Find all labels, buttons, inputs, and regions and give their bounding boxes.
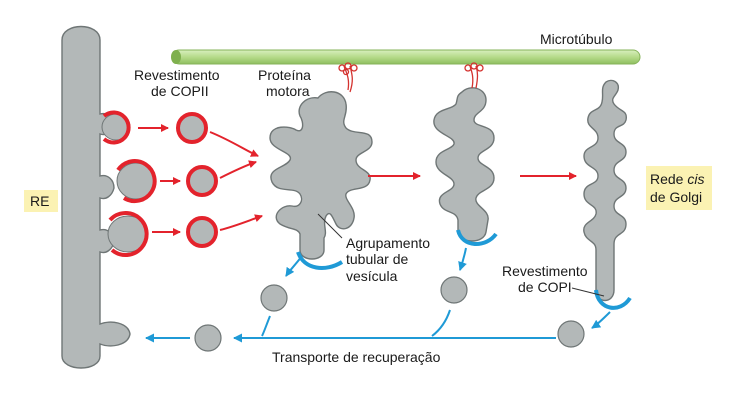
copii-vesicle-1 [176, 112, 208, 144]
copi-vesicle-4 [194, 324, 222, 352]
er-label: RE [30, 193, 49, 209]
maturing-compartment [433, 87, 495, 242]
er-membrane [61, 25, 131, 369]
cis-golgi-label-cis: cis [687, 171, 704, 187]
copii-label-line2: de COPII [151, 83, 209, 99]
cis-golgi-network [583, 79, 628, 302]
middle-copi-coat [456, 229, 498, 246]
copii-label-line1: Revestimento [134, 67, 220, 83]
retrieval-branch-middle [431, 309, 451, 337]
forward-arrow-4 [209, 131, 259, 157]
copii-vesicle-2 [186, 165, 218, 197]
retrieval-label: Transporte de recuperação [272, 349, 441, 365]
cluster-label-line2: tubular de [346, 251, 408, 267]
cis-golgi-label-box: Rede cis de Golgi [646, 166, 712, 210]
copii-vesicle-3 [186, 216, 218, 248]
motor-label-line1: Proteína [258, 67, 311, 83]
retrieval-arrow-cluster [285, 255, 303, 277]
microtubule [171, 49, 641, 65]
cluster-copi-coat [296, 251, 344, 270]
er-budding-vesicle-1 [101, 110, 131, 145]
cluster-label-line1: Agrupamento [346, 235, 430, 251]
retrieval-arrow-golgi [591, 311, 611, 329]
cis-golgi-label-line1: Rede cis [650, 171, 704, 187]
er-budding-vesicle-3 [107, 211, 149, 258]
cluster-label-line3: vesícula [346, 268, 398, 284]
copi-vesicle-2 [440, 276, 468, 304]
copi-label-line1: Revestimento [502, 263, 588, 279]
copi-vesicle-3 [557, 320, 585, 348]
retrieval-branch-cluster [261, 315, 271, 337]
forward-arrow-6 [219, 214, 263, 231]
microtubule-label: Microtúbulo [540, 31, 613, 47]
cis-golgi-label-rede: Rede [650, 171, 687, 187]
vesicular-tubular-cluster [269, 91, 373, 260]
motor-protein-1 [338, 62, 358, 93]
forward-arrow-5 [219, 160, 257, 179]
cluster-leader-line [317, 213, 343, 239]
cis-golgi-label-line2: de Golgi [650, 189, 702, 205]
copi-leader-line [571, 287, 605, 297]
copi-vesicle-1 [260, 284, 288, 312]
motor-protein-2 [464, 62, 484, 89]
motor-label-line2: motora [266, 83, 310, 99]
retrieval-arrow-middle [458, 247, 467, 271]
er-budding-vesicle-2 [116, 159, 157, 204]
er-label-box: RE [24, 190, 58, 212]
copi-label-line2: de COPI [518, 279, 572, 295]
